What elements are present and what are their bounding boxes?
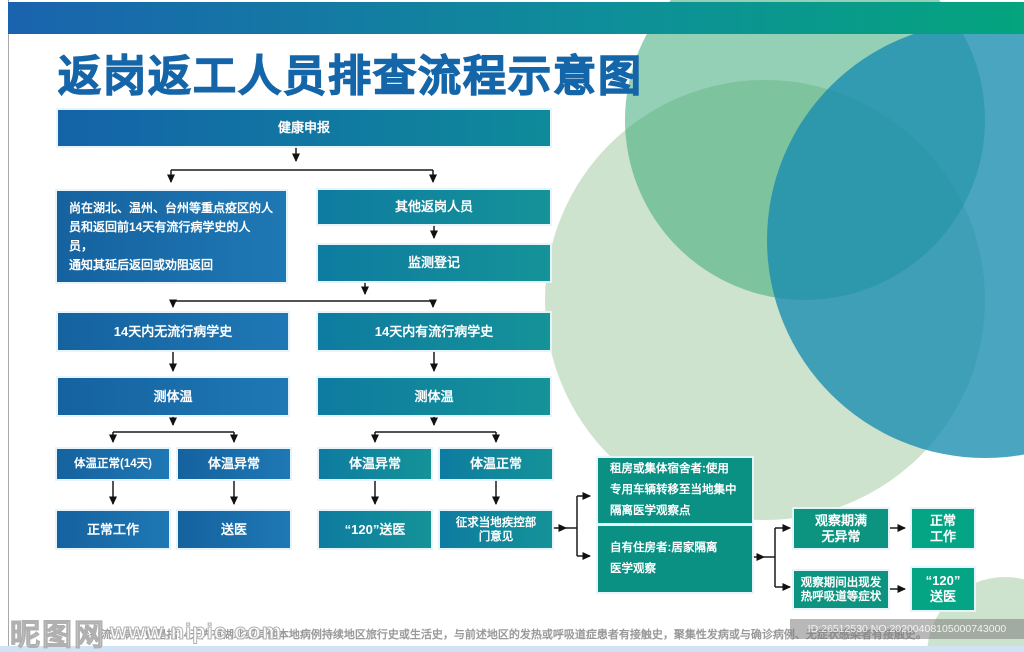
flow-node-temp-normal-right-label: 体温正常 <box>469 456 522 471</box>
watermark-site-url: www.nipic.com <box>109 619 283 645</box>
flow-node-normal-work-left-label: 正常工作 <box>86 521 139 537</box>
flow-node-obs-symptoms: 观察期间出现发 热呼吸道等症状 <box>794 571 888 608</box>
flow-node-has-epi-history-label: 14天内有流行病学史 <box>374 323 494 339</box>
flow-node-other-returnees: 其他返岗人员 <box>318 190 550 224</box>
flow-node-other-returnees-label: 其他返岗人员 <box>394 199 473 214</box>
flow-node-delay-return-label: 尚在湖北、温州、台州等重点疫区的人 员和返回前14天有流行病学史的人员， 通知其… <box>69 200 274 272</box>
flow-node-temp-normal-14-label: 体温正常(14天) <box>74 458 152 470</box>
flow-node-normal-work-left: 正常工作 <box>57 511 169 548</box>
header-gradient-bar <box>8 2 1024 34</box>
flow-node-temp-abnormal-right-label: 体温异常 <box>348 456 401 471</box>
flow-node-measure-temp-left-label: 测体温 <box>153 388 193 404</box>
flow-node-no-epi-history-label: 14天内无流行病学史 <box>113 323 233 339</box>
flow-node-temp-normal-14: 体温正常(14天) <box>57 449 169 479</box>
flow-node-rental-dorm-label: 租房或集体宿舍者:使用 专用车辆转移至当地集中 隔离医学观察点 <box>610 463 737 517</box>
flow-node-obs-no-abnormal-label: 观察期满 无异常 <box>814 512 867 544</box>
flow-node-health-declaration-label: 健康申报 <box>277 120 330 135</box>
flow-node-delay-return: 尚在湖北、温州、台州等重点疫区的人 员和返回前14天有流行病学史的人员， 通知其… <box>57 191 286 282</box>
flow-node-temp-abnormal-left: 体温异常 <box>178 449 290 479</box>
flow-node-obs-symptoms-label: 观察期间出现发 热呼吸道等症状 <box>800 576 882 603</box>
flow-node-send-120-right: “120” 送医 <box>912 568 974 610</box>
flow-node-health-declaration: 健康申报 <box>58 110 550 146</box>
flow-node-own-house-label: 自有住房者:居家隔离 医学观察 <box>610 542 718 575</box>
flow-node-obs-no-abnormal: 观察期满 无异常 <box>794 509 888 548</box>
flow-node-monitor-register-label: 监测登记 <box>407 255 460 270</box>
flow-node-consult-cdc: 征求当地疾控部 门意见 <box>440 511 552 548</box>
image-id-badge: ID:26512530 NO:20200408105000743000 <box>790 619 1024 639</box>
flow-node-temp-abnormal-left-label: 体温异常 <box>207 456 260 471</box>
flow-node-normal-work-right: 正常 工作 <box>912 509 974 548</box>
flow-node-normal-work-right-label: 正常 工作 <box>929 512 956 544</box>
page-title: 返岗返工人员排查流程示意图 <box>57 52 643 101</box>
flow-node-send-hospital-label: 送医 <box>220 521 247 537</box>
flow-node-has-epi-history: 14天内有流行病学史 <box>318 313 550 350</box>
watermark: 昵图网 www.nipic.com <box>10 610 282 652</box>
flow-node-send-120-label: “120”送医 <box>344 521 406 537</box>
flow-node-consult-cdc-label: 征求当地疾控部 门意见 <box>455 516 537 543</box>
flow-node-send-120: “120”送医 <box>319 511 431 548</box>
bottom-strip <box>0 646 1024 652</box>
flow-node-measure-temp-right: 测体温 <box>318 378 550 415</box>
flow-node-send-hospital: 送医 <box>178 511 290 548</box>
flow-node-temp-normal-right: 体温正常 <box>440 449 552 479</box>
flow-node-measure-temp-right-label: 测体温 <box>414 388 454 404</box>
poster-left-edge <box>8 0 9 652</box>
flow-node-monitor-register: 监测登记 <box>318 245 550 281</box>
flow-node-send-120-right-label: “120” 送医 <box>925 573 961 604</box>
flow-node-no-epi-history: 14天内无流行病学史 <box>58 313 288 350</box>
flow-node-temp-abnormal-right: 体温异常 <box>319 449 431 479</box>
flow-node-own-house: 自有住房者:居家隔离 医学观察 <box>598 526 752 592</box>
flow-node-rental-dorm: 租房或集体宿舍者:使用 专用车辆转移至当地集中 隔离医学观察点 <box>598 458 752 523</box>
watermark-site-name: 昵图网 <box>10 619 106 652</box>
flow-node-measure-temp-left: 测体温 <box>58 378 288 415</box>
footnote: 注:流行病学史是指14天内有湖北或其他本地病例持续地区旅行史或生活史，与前述地区… <box>86 629 927 641</box>
